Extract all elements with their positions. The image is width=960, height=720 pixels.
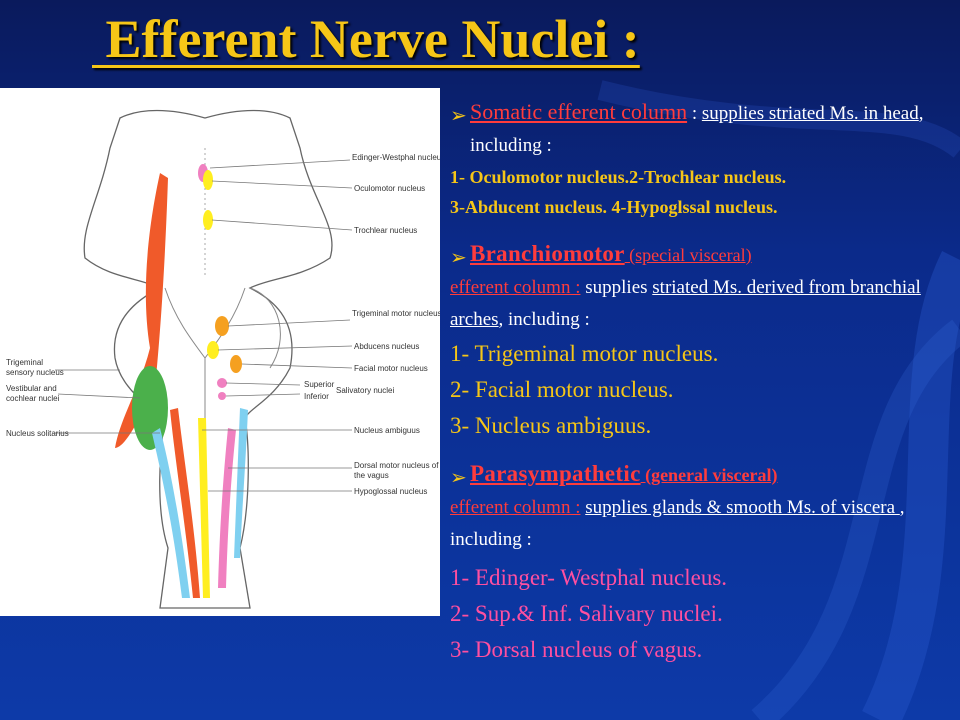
label-abducens: Abducens nucleus <box>354 342 419 351</box>
somatic-text2: , including : <box>470 103 924 156</box>
branchiomotor-text1: striated Ms. derived from branchial arch… <box>450 277 921 330</box>
parasympathetic-heading: Parasympathetic <box>470 461 641 486</box>
label-trigeminal-sensory: Trigeminal sensory nucleus <box>6 358 64 377</box>
label-dorsal-vagus: Dorsal motor nucleus of the vagus <box>354 461 439 480</box>
label-oculomotor: Oculomotor nucleus <box>354 184 425 193</box>
arrow-bullet-icon: ➢ <box>450 105 467 127</box>
somatic-text1: supplies striated Ms. in head <box>701 103 919 124</box>
somatic-list-1: 1- Oculomotor nucleus.2-Trochlear nucleu… <box>450 167 787 187</box>
parasympathetic-text2: , including : <box>450 497 905 550</box>
inferior-salivatory <box>218 392 226 400</box>
branchiomotor-supplies: supplies <box>580 277 653 298</box>
arrow-bullet-icon: ➢ <box>450 467 467 489</box>
parasympathetic-text1: supplies glands & smooth Ms. of viscera <box>585 497 900 518</box>
ambiguus-column <box>170 408 200 598</box>
branchiomotor-heading: Branchiomotor <box>470 241 625 266</box>
branchiomotor-desc: efferent column : supplies striated Ms. … <box>450 272 955 336</box>
branchiomotor-line2: efferent column : <box>450 277 581 298</box>
label-hypoglossal: Hypoglossal nucleus <box>354 487 427 496</box>
trigeminal-motor-nucleus <box>215 316 229 336</box>
arrow-bullet-icon: ➢ <box>450 247 467 269</box>
facial-motor-nucleus <box>230 355 242 373</box>
brainstem-svg: Edinger-Westphal nucleus Oculomotor nucl… <box>6 109 445 609</box>
branchiomotor-heading-small: (special visceral) <box>624 245 752 265</box>
parasympathetic-desc: efferent column : supplies glands & smoo… <box>450 492 955 556</box>
parasympathetic-item-1: 1- Edinger- Westphal nucleus. <box>450 565 728 590</box>
parasympathetic-line2: efferent column : <box>450 497 581 518</box>
somatic-block: ➢ Somatic efferent column : supplies str… <box>450 96 955 162</box>
somatic-colon: : <box>687 103 702 124</box>
branchiomotor-item-3: 3- Nucleus ambiguus. <box>450 413 652 438</box>
trochlear-nucleus <box>203 210 213 230</box>
oculomotor-nucleus <box>203 170 213 190</box>
branchiomotor-item-2: 2- Facial motor nucleus. <box>450 377 674 402</box>
parasympathetic-item-3: 3- Dorsal nucleus of vagus. <box>450 637 703 662</box>
label-salivatory: Salivatory nuclei <box>336 386 394 395</box>
somatic-heading: Somatic efferent column <box>470 99 688 124</box>
somatic-list-2: 3-Abducent nucleus. 4-Hypoglssal nucleus… <box>450 197 778 217</box>
nucleus-solitarius <box>152 428 190 598</box>
label-superior: Superior <box>304 380 335 389</box>
superior-salivatory <box>217 378 227 388</box>
branchiomotor-text2: , including : <box>498 309 590 330</box>
label-trigeminal-motor: Trigeminal motor nucleus <box>352 309 440 318</box>
label-trochlear: Trochlear nucleus <box>354 226 417 235</box>
vestibular-cochlear-nuclei <box>132 366 168 450</box>
parasympathetic-block: ➢ Parasympathetic (general visceral) <box>450 458 955 492</box>
label-inferior: Inferior <box>304 392 329 401</box>
abducens-nucleus <box>207 341 219 359</box>
branchiomotor-item-1: 1- Trigeminal motor nucleus. <box>450 341 719 366</box>
label-solitarius: Nucleus solitarius <box>6 429 69 438</box>
label-vestibular-cochlear: Vestibular and cochlear nuclei <box>6 384 60 403</box>
parasympathetic-heading-small: (general visceral) <box>640 465 778 485</box>
label-edinger-westphal: Edinger-Westphal nucleus <box>352 153 440 162</box>
brainstem-diagram: Edinger-Westphal nucleus Oculomotor nucl… <box>0 88 445 616</box>
hypoglossal-column <box>198 418 210 598</box>
label-ambiguus: Nucleus ambiguus <box>354 426 420 435</box>
blue-right-column <box>234 408 248 558</box>
parasympathetic-item-2: 2- Sup.& Inf. Salivary nuclei. <box>450 601 723 626</box>
page-title: Efferent Nerve Nuclei : <box>92 9 640 69</box>
label-facial-motor: Facial motor nucleus <box>354 364 428 373</box>
text-panel: ➢ Somatic efferent column : supplies str… <box>450 96 955 668</box>
branchiomotor-block: ➢ Branchiomotor (special visceral) <box>450 238 955 272</box>
